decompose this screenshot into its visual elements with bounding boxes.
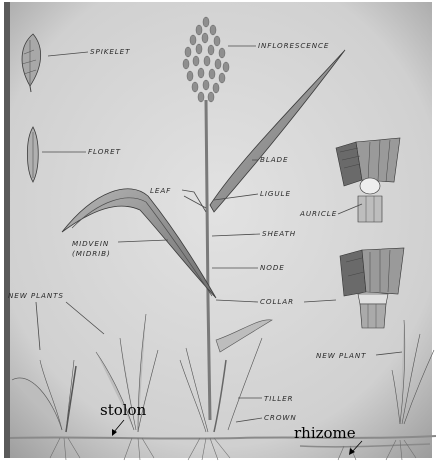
leaf-label: LEAF <box>150 186 171 195</box>
midvein-label: MIDVEIN <box>72 239 109 248</box>
sheath-label: SHEATH <box>262 229 296 238</box>
new-plant-label: NEW PLANT <box>316 351 366 360</box>
midrib-label: (MIDRIB) <box>72 249 111 258</box>
collar-label: COLLAR <box>260 297 294 306</box>
stolon-annotation: stolon <box>100 401 147 419</box>
inflorescence-label: INFLORESCENCE <box>258 41 329 50</box>
rhizome-annotation: rhizome <box>294 424 356 442</box>
spikelet-label: SPIKELET <box>90 47 130 56</box>
left-frame-edge <box>4 2 10 458</box>
ligule-label: LIGULE <box>260 189 291 198</box>
tiller-label: TILLER <box>264 394 293 403</box>
slide-background <box>4 2 432 458</box>
node-label: NODE <box>260 263 285 272</box>
floret-label: FLORET <box>88 147 121 156</box>
crown-label: CROWN <box>264 413 297 422</box>
auricle-label: AURICLE <box>299 209 337 218</box>
blade-label: BLADE <box>260 155 288 164</box>
new-plants-label: NEW PLANTS <box>8 291 64 300</box>
